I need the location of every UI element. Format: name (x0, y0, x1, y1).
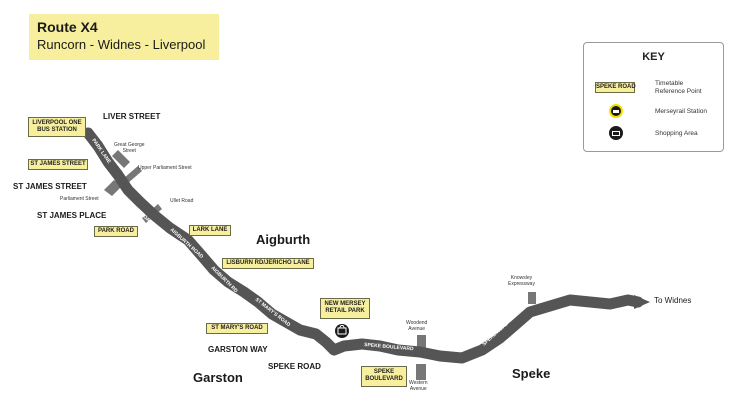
merseyrail-station-icon (609, 104, 623, 118)
timetable-point-lisburn-rd: LISBURN RD/JERICHO LANE (222, 258, 314, 269)
timetable-point-liverpool-one: LIVERPOOL ONE BUS STATION (28, 117, 86, 137)
side-street-woodend: Woodend Avenue (406, 320, 428, 332)
to-widnes-arrow (634, 295, 650, 309)
key-shopping-text: Shopping Area (655, 130, 698, 137)
shopping-area-icon (609, 126, 623, 140)
side-street-great-george: Great George Street (114, 142, 145, 154)
route-subtitle: Runcorn - Widnes - Liverpool (37, 37, 206, 52)
side-street-knowsley: Knowsley Expressway (508, 275, 535, 287)
timetable-point-st-marys-road: ST MARY'S ROAD (206, 323, 268, 334)
route-number: Route X4 (37, 19, 98, 35)
key-merseyrail-text: Merseyrail Station (655, 108, 708, 115)
timetable-point-lark-lane: LARK LANE (189, 225, 231, 236)
area-label-speke: Speke (512, 366, 551, 381)
key-sample-label: SPEKE ROAD (595, 82, 636, 93)
timetable-point-speke-boulevard: SPEKE BOULEVARD (361, 366, 407, 387)
road-name-speke-boulevard: SPEKE BOULEVARD (364, 342, 414, 352)
timetable-point-new-mersey: NEW MERSEY RETAIL PARK (320, 298, 370, 319)
key-heading: KEY (642, 51, 665, 63)
side-street-parliament: Parliament Street (60, 196, 99, 202)
timetable-point-park-road: PARK ROAD (94, 226, 138, 237)
side-street-ullet: Ullet Road (170, 198, 194, 204)
map-key: KEY SPEKE ROAD Timetable Reference Point… (583, 42, 724, 152)
stop-label-st-james-place: ST JAMES PLACE (37, 211, 107, 220)
key-timetable-text: Timetable Reference Point (655, 80, 702, 95)
shopping-area-icon (335, 324, 349, 338)
area-label-aigburth: Aigburth (256, 232, 311, 247)
stop-label-to-widnes: To Widnes (654, 296, 692, 305)
side-streets (104, 150, 536, 380)
area-label-garston: Garston (193, 370, 243, 385)
stop-label-speke-road: SPEKE ROAD (268, 362, 321, 371)
stop-label-liver-street: LIVER STREET (103, 112, 161, 121)
route-x4-path (82, 127, 644, 364)
route-title-box: Route X4 Runcorn - Widnes - Liverpool (29, 14, 219, 60)
side-street-western: Western Avenue (409, 380, 428, 392)
timetable-point-st-james-street: ST JAMES STREET (28, 159, 88, 170)
stop-label-garston-way: GARSTON WAY (208, 345, 268, 354)
side-street-upper-parliament: Upper Parliament Street (138, 165, 192, 171)
stop-label-st-james-street: ST JAMES STREET (13, 182, 87, 191)
